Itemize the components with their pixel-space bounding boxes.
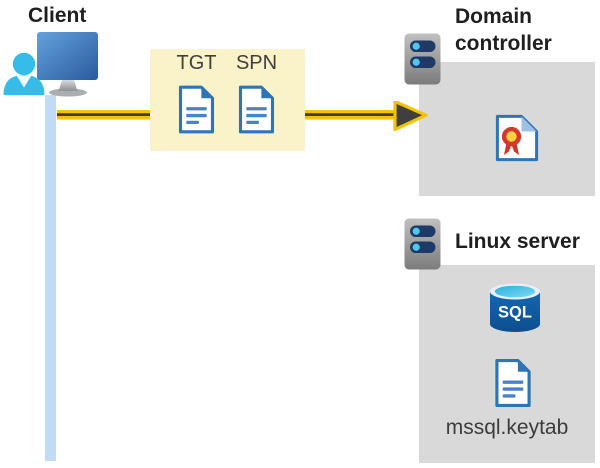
ticket-box (150, 49, 305, 151)
domain-controller-label: Domain controller (455, 5, 552, 55)
keytab-filename-label: mssql.keytab (445, 416, 569, 439)
linux-server-label: Linux server (455, 230, 580, 253)
arrowhead-icon (393, 101, 428, 132)
client-timeline-bar (45, 95, 56, 461)
sql-label: SQL (498, 304, 532, 322)
person-icon (3, 52, 45, 95)
monitor-icon (37, 32, 98, 97)
tgt-label: TGT (176, 52, 217, 74)
client-icon (3, 32, 98, 97)
client-label: Client (28, 4, 87, 27)
keytab-document-icon (495, 358, 531, 408)
linux-server-icon (404, 218, 441, 270)
certificate-icon (495, 114, 539, 162)
sql-database-icon: SQL (490, 283, 540, 332)
spn-document-icon (238, 85, 275, 134)
spn-label: SPN (235, 52, 278, 74)
tgt-document-icon (178, 85, 215, 134)
domain-controller-server-icon (404, 33, 441, 85)
